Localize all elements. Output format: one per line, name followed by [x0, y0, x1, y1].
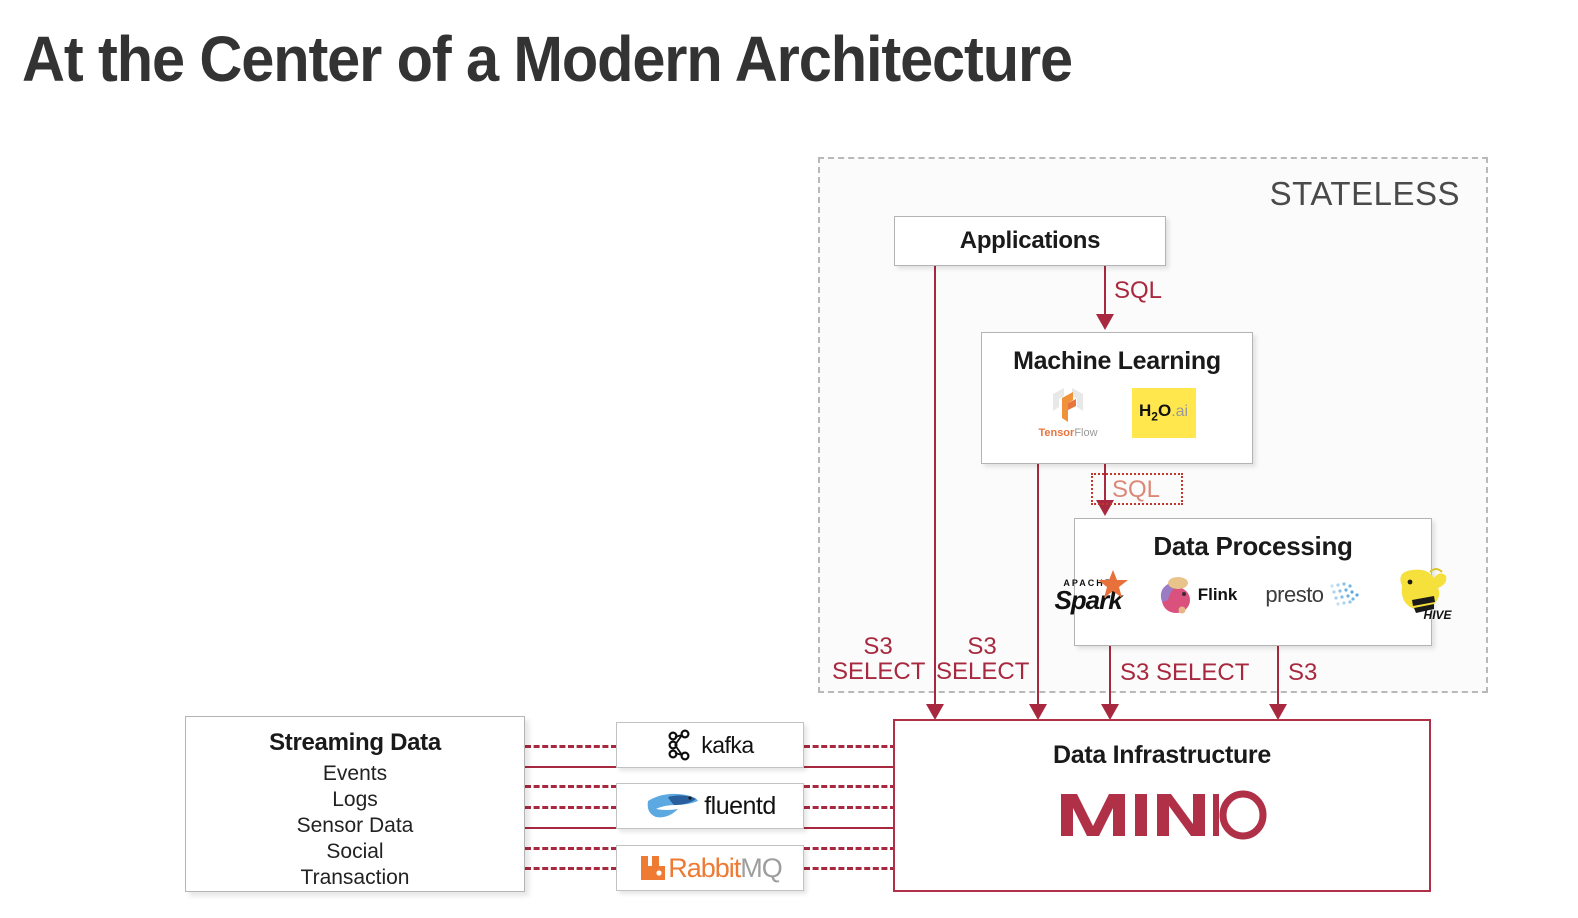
- arrowhead-applications-to-datainfra: [926, 704, 944, 720]
- presto-dots-icon: [1329, 582, 1359, 606]
- bus-line-left-5: [525, 827, 617, 829]
- node-kafka[interactable]: kafka: [616, 722, 804, 768]
- arrowhead-applications-to-ml: [1096, 314, 1114, 330]
- bus-line-left-6: [525, 847, 617, 850]
- page-title: At the Center of a Modern Architecture: [22, 23, 1073, 95]
- kafka-logo: kafka: [666, 729, 754, 761]
- label-select-line2-ml: SELECT: [936, 658, 1030, 685]
- apache-flink-logo: Flink: [1154, 574, 1238, 616]
- label-s3-select-applications: S3 SELECT: [832, 633, 926, 685]
- label-s3-line1: S3: [863, 633, 893, 660]
- node-data-infrastructure-title: Data Infrastructure: [1053, 741, 1271, 769]
- sql-selection-box[interactable]: [1091, 473, 1183, 505]
- node-data-processing[interactable]: Data Processing APACHE Spark Flink: [1054, 518, 1452, 646]
- streaming-item: Social: [326, 840, 384, 863]
- label-s3-line1-ml: S3: [967, 633, 997, 660]
- minio-wordmark-icon: [1061, 790, 1267, 840]
- connector-ml-to-dataprocessing: [1104, 464, 1106, 502]
- bus-line-left-4: [525, 806, 617, 809]
- bus-line-left-1: [525, 745, 617, 748]
- bus-line-right-6: [804, 847, 896, 850]
- bus-line-left-2: [525, 766, 617, 768]
- connector-dataprocessing-to-datainfra-select: [1109, 646, 1111, 706]
- tensorflow-logo: TensorFlow: [1038, 386, 1098, 439]
- connector-ml-to-datainfra: [1037, 464, 1039, 706]
- label-s3-select-ml: S3 SELECT: [936, 633, 1030, 685]
- hive-wordmark: HIVE: [1423, 608, 1452, 622]
- flink-squirrel-icon: [1160, 577, 1190, 614]
- connector-dataprocessing-to-datainfra-s3: [1277, 646, 1279, 706]
- bus-line-left-7: [525, 867, 617, 870]
- tensorflow-mark-icon: [1043, 386, 1093, 426]
- arrowhead-ml-to-datainfra: [1029, 704, 1047, 720]
- tensorflow-wordmark: TensorFlow: [1038, 427, 1098, 439]
- node-machine-learning-title: Machine Learning: [1013, 347, 1221, 375]
- label-sql-applications-to-ml: SQL: [1114, 277, 1163, 304]
- fluentd-logo: fluentd: [644, 787, 776, 825]
- h2o-ai-logo: H2O.ai: [1131, 387, 1196, 438]
- node-rabbitmq[interactable]: RabbitMQ: [616, 845, 804, 891]
- rabbitmq-logo: RabbitMQ: [638, 852, 783, 884]
- label-sql-selected: SQL: [1112, 476, 1161, 503]
- bus-line-right-3: [804, 785, 896, 788]
- stateless-label: STATELESS: [1269, 175, 1460, 212]
- kafka-wordmark: kafka: [701, 731, 754, 758]
- fluentd-wordmark: fluentd: [704, 791, 776, 820]
- rabbitmq-label-a: Rabbit: [668, 852, 741, 883]
- label-s3-select-dataprocessing: S3 SELECT: [1120, 659, 1250, 686]
- rabbitmq-wordmark: RabbitMQ: [668, 852, 783, 884]
- label-select-line2: SELECT: [832, 658, 926, 685]
- fluentd-bird-icon: [647, 793, 699, 818]
- spark-apache-text: APACHE: [1063, 578, 1113, 588]
- node-applications-title: Applications: [959, 227, 1101, 254]
- flink-wordmark: Flink: [1197, 585, 1238, 604]
- minio-logo: [895, 786, 1429, 842]
- node-fluentd[interactable]: fluentd: [616, 783, 804, 829]
- rabbitmq-label-b: MQ: [740, 852, 782, 883]
- node-data-processing-title: Data Processing: [1153, 531, 1353, 561]
- kafka-nodes-icon: [668, 729, 690, 761]
- h2o-ai-wordmark: H2O.ai: [1138, 401, 1189, 424]
- label-s3-dataprocessing: S3: [1288, 659, 1318, 686]
- presto-wordmark: presto: [1265, 582, 1324, 607]
- node-machine-learning[interactable]: Machine Learning TensorFlow H2O.ai: [981, 332, 1253, 464]
- hive-bee-icon: [1399, 568, 1446, 613]
- streaming-item: Transaction: [300, 866, 410, 889]
- apache-hive-logo: HIVE: [1390, 566, 1452, 624]
- apache-spark-logo: APACHE Spark: [1054, 570, 1129, 613]
- node-applications[interactable]: Applications: [894, 216, 1166, 266]
- bus-line-left-3: [525, 785, 617, 788]
- connector-applications-to-datainfra: [934, 266, 936, 706]
- bus-line-right-4: [804, 806, 896, 809]
- bus-line-right-7: [804, 867, 896, 870]
- presto-logo: presto: [1265, 580, 1365, 610]
- node-data-infrastructure[interactable]: Data Infrastructure: [893, 719, 1431, 892]
- rabbitmq-mark-icon: [641, 856, 666, 880]
- bus-line-right-1: [804, 745, 896, 748]
- streaming-item: Sensor Data: [296, 814, 414, 837]
- streaming-item: Logs: [332, 788, 378, 811]
- tensorflow-glyph-icon: [1053, 388, 1083, 422]
- bus-line-right-2: [804, 766, 896, 768]
- streaming-item: Events: [322, 762, 388, 785]
- arrowhead-dataprocessing-select: [1101, 704, 1119, 720]
- arrowhead-dataprocessing-s3: [1269, 704, 1287, 720]
- bus-line-right-5: [804, 827, 896, 829]
- connector-applications-to-ml: [1104, 266, 1106, 316]
- node-streaming-data-title: Streaming Data: [269, 729, 441, 756]
- spark-star-icon: [1098, 570, 1129, 598]
- node-streaming-data[interactable]: Streaming Data Events Logs Sensor Data S…: [185, 716, 525, 892]
